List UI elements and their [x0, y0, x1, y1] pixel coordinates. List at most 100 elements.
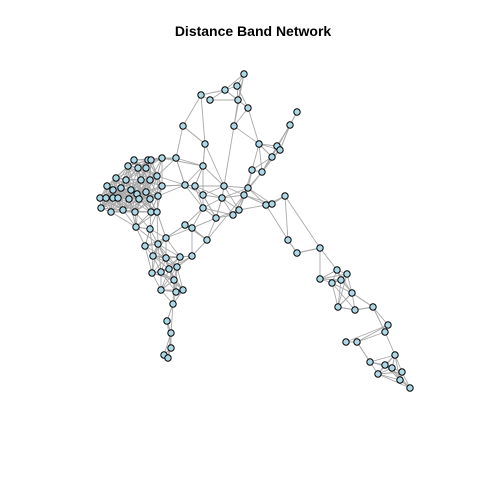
network-node: [153, 172, 161, 180]
network-edge: [182, 125, 206, 145]
network-node: [199, 204, 207, 212]
network-edge: [279, 124, 291, 151]
network-node: [162, 234, 170, 242]
network-edge: [161, 157, 204, 167]
network-node: [97, 204, 105, 212]
network-node: [119, 206, 127, 214]
network-edge: [296, 247, 321, 254]
network-edge: [165, 227, 193, 239]
network-node: [142, 164, 150, 172]
network-edge: [223, 185, 249, 189]
network-node: [369, 303, 377, 311]
network-edge: [194, 185, 204, 209]
network-node: [176, 253, 184, 261]
network-edge: [284, 195, 289, 241]
network-node: [197, 91, 205, 99]
network-edge: [247, 107, 260, 145]
network-edge: [149, 157, 163, 181]
network-edge: [202, 185, 225, 196]
network-node: [191, 182, 199, 190]
network-node: [388, 364, 396, 372]
network-node: [146, 176, 154, 184]
network-node: [396, 376, 404, 384]
network-node: [122, 176, 130, 184]
network-edge: [247, 187, 273, 205]
network-edge: [202, 194, 217, 219]
network-node: [268, 153, 276, 161]
network-node: [220, 182, 228, 190]
network-node: [262, 201, 270, 209]
network-edge: [170, 303, 174, 334]
network-edge: [331, 282, 353, 294]
network-node: [181, 221, 189, 229]
network-edge: [258, 143, 263, 173]
network-edge: [156, 211, 167, 239]
network-node: [374, 370, 382, 378]
network-edge: [138, 185, 163, 200]
network-edge: [251, 143, 260, 171]
network-node: [293, 249, 301, 257]
network-node: [117, 184, 125, 192]
network-node: [158, 154, 166, 162]
network-edge: [377, 371, 403, 375]
network-edge: [243, 194, 267, 206]
network-edge: [157, 243, 162, 273]
network-edge: [331, 282, 339, 308]
network-edge: [206, 194, 245, 241]
network-node: [230, 122, 238, 130]
network-node: [244, 104, 252, 112]
network-node: [165, 265, 173, 273]
network-node: [351, 306, 359, 314]
network-edge: [351, 292, 374, 308]
network-node: [147, 208, 155, 216]
network-node: [154, 192, 162, 200]
network-node: [124, 162, 132, 170]
network-node: [125, 195, 133, 203]
network-edge: [138, 198, 158, 213]
network-node: [148, 269, 156, 277]
network-edge: [238, 187, 249, 211]
network-node: [281, 192, 289, 200]
network-node: [142, 188, 150, 196]
edge-layer: [99, 73, 411, 389]
network-edge: [110, 198, 130, 213]
network-node: [343, 270, 351, 278]
network-node: [172, 288, 180, 296]
network-edge: [160, 256, 181, 273]
network-node: [167, 329, 175, 337]
network-edge: [345, 324, 389, 343]
network-edge: [161, 184, 186, 187]
network-edge: [224, 73, 245, 91]
network-edge: [184, 207, 204, 226]
network-edge: [377, 373, 401, 381]
network-edge: [204, 143, 225, 187]
network-edge: [194, 185, 223, 199]
network-edge: [100, 198, 130, 209]
network-edge: [125, 179, 147, 193]
network-edge: [337, 273, 348, 308]
network-edge: [110, 211, 137, 228]
network-node: [255, 140, 263, 148]
network-node: [244, 184, 252, 192]
network-node: [170, 276, 178, 284]
network-node: [398, 368, 406, 376]
network-edge: [157, 184, 186, 197]
network-edge: [151, 272, 175, 281]
network-edge: [175, 157, 186, 186]
network-node: [154, 240, 162, 248]
network-node: [337, 276, 345, 284]
network-node: [163, 317, 171, 325]
network-node: [162, 254, 170, 262]
network-edge: [372, 306, 389, 326]
network-node: [293, 108, 301, 116]
network-edge: [223, 125, 235, 187]
network-node: [158, 182, 166, 190]
network-edge: [202, 165, 225, 187]
network-edge: [233, 125, 260, 145]
network-edge: [115, 167, 139, 179]
network-node: [384, 321, 392, 329]
network-edge: [184, 184, 204, 209]
network-edge: [134, 195, 159, 213]
network-edge: [206, 217, 217, 241]
diagram-title: Distance Band Network: [175, 23, 332, 39]
